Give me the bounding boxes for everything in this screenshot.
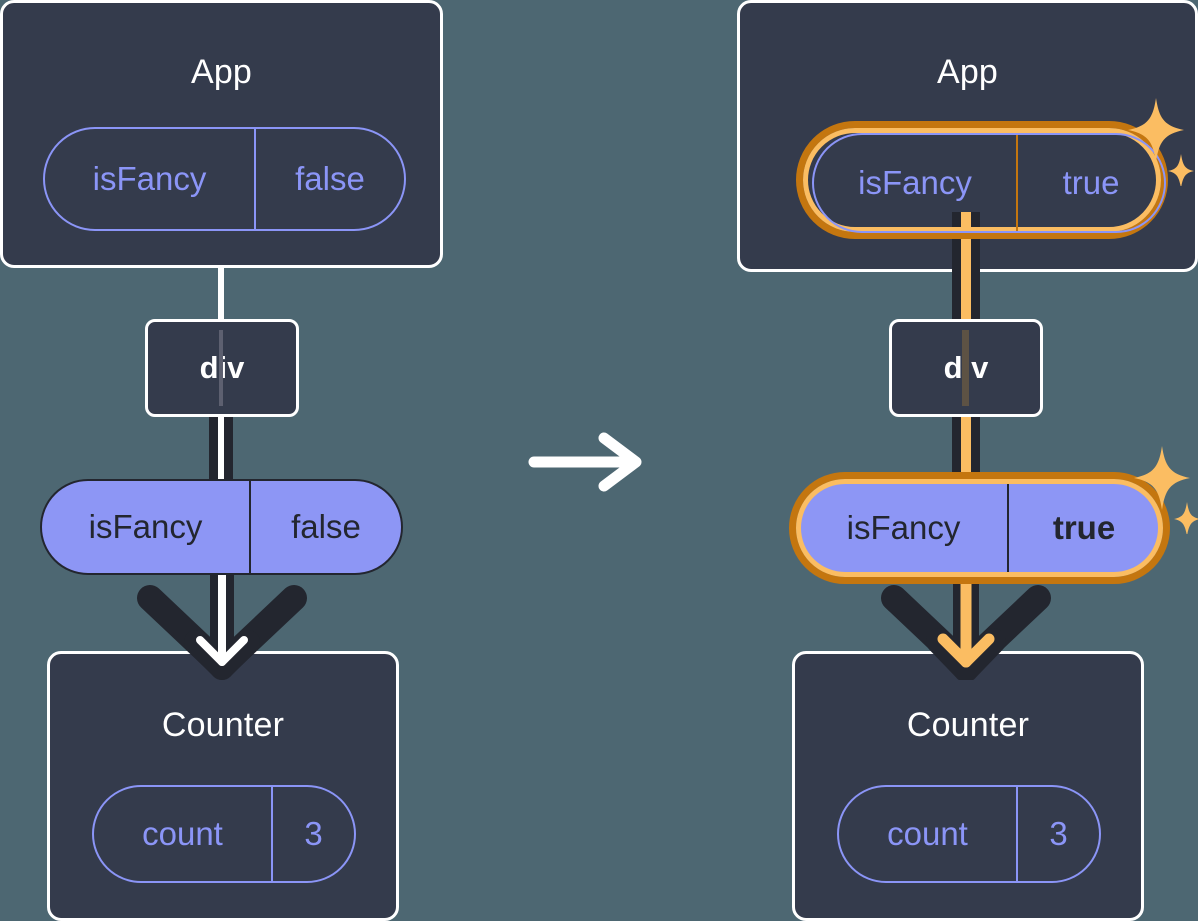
right-counter-title: Counter xyxy=(906,706,1030,744)
right-prop-key: isFancy xyxy=(846,509,961,546)
right-app-state-value: true xyxy=(1062,164,1120,201)
right-app-state-key: isFancy xyxy=(858,164,972,201)
right-fork-arrows xyxy=(881,570,1051,680)
right-app-state-divider xyxy=(1016,135,1018,231)
left-prop-value: false xyxy=(291,508,361,545)
right-counter-state-divider xyxy=(1016,787,1018,881)
left-app-state-divider xyxy=(254,129,256,229)
right-app-title: App xyxy=(936,53,999,91)
right-app-state-pill: isFancy true xyxy=(812,133,1166,233)
right-wire-div-to-prop-core xyxy=(961,412,971,490)
left-counter-state-divider xyxy=(271,787,273,881)
right-app-panel: App isFancy true xyxy=(737,0,1198,272)
right-counter-state-key: count xyxy=(887,815,968,852)
right-counter-state-pill: count 3 xyxy=(837,785,1101,883)
transition-arrow-icon xyxy=(528,432,642,492)
left-app-state-pill: isFancy false xyxy=(43,127,406,231)
left-div-box-inner-line xyxy=(219,330,223,406)
left-app-state-value: false xyxy=(295,160,365,197)
left-prop-key: isFancy xyxy=(88,508,203,545)
left-counter-state-pill: count 3 xyxy=(92,785,356,883)
sparkle-icon-prop xyxy=(1134,446,1198,534)
left-counter-state-key: count xyxy=(142,815,223,852)
left-app-panel: App isFancy false xyxy=(0,0,443,268)
right-div-box-inner-line xyxy=(962,330,969,406)
left-prop-pill: isFancy false xyxy=(40,479,403,575)
right-wire-app-to-div-core xyxy=(961,212,971,332)
left-app-state-key: isFancy xyxy=(92,160,207,197)
right-prop-pill: isFancy true xyxy=(798,481,1161,575)
right-prop-value: true xyxy=(1052,509,1116,546)
right-counter-state-value: 3 xyxy=(1049,815,1068,852)
right-prop-divider xyxy=(1007,483,1009,573)
left-counter-panel: Counter count 3 xyxy=(47,651,399,921)
sparkle-icon-app xyxy=(1128,98,1194,186)
right-counter-panel: Counter count 3 xyxy=(792,651,1144,921)
left-counter-state-value: 3 xyxy=(304,815,323,852)
left-fork-arrows xyxy=(137,570,307,680)
left-app-title: App xyxy=(190,53,253,91)
left-prop-divider xyxy=(249,481,251,573)
left-wire-app-to-div xyxy=(218,262,224,330)
left-counter-title: Counter xyxy=(161,706,285,744)
left-wire-div-to-prop-core xyxy=(218,412,224,490)
